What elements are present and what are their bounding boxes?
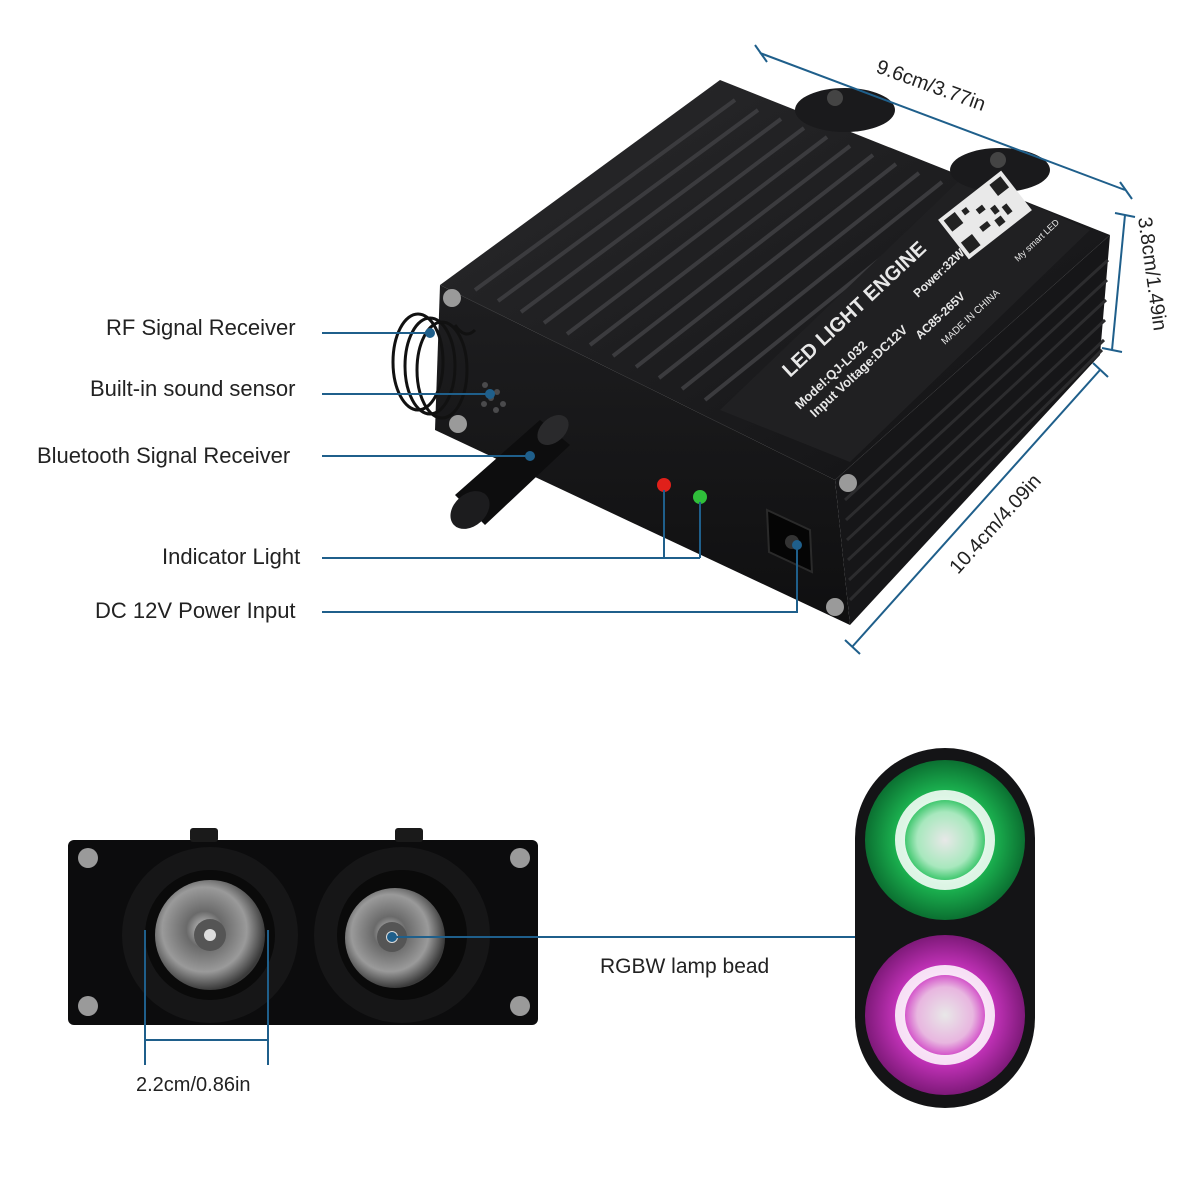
label-bluetooth-receiver: Bluetooth Signal Receiver bbox=[37, 443, 291, 468]
screw-icon bbox=[839, 474, 857, 492]
screw-icon bbox=[449, 415, 467, 433]
label-dc-power-input: DC 12V Power Input bbox=[95, 598, 296, 623]
screw-icon bbox=[826, 598, 844, 616]
dimension-height: 3.8cm/1.49in bbox=[1133, 216, 1171, 332]
screw-icon bbox=[510, 848, 530, 868]
rgbw-glow-preview bbox=[855, 748, 1035, 1108]
dimension-lines bbox=[754, 44, 1136, 655]
lens-front-view bbox=[68, 828, 538, 1025]
screw-icon bbox=[827, 90, 843, 106]
bluetooth-antenna bbox=[450, 415, 570, 529]
label-sound-sensor: Built-in sound sensor bbox=[90, 376, 296, 401]
red-indicator-led bbox=[657, 478, 671, 492]
light-engine-box bbox=[391, 80, 1110, 625]
callout-lines bbox=[322, 332, 798, 613]
green-indicator-led bbox=[693, 490, 707, 504]
rf-antenna-coil bbox=[391, 312, 477, 420]
label-indicator-light: Indicator Light bbox=[162, 544, 301, 569]
screw-icon bbox=[78, 848, 98, 868]
label-rgbw-lamp-bead: RGBW lamp bead bbox=[600, 955, 770, 978]
screw-icon bbox=[510, 996, 530, 1016]
dc-power-jack bbox=[765, 508, 814, 574]
screw-icon bbox=[990, 152, 1006, 168]
label-rf-signal-receiver: RF Signal Receiver bbox=[106, 315, 296, 340]
lens-spacing-dimension bbox=[144, 930, 269, 1065]
screw-icon bbox=[78, 996, 98, 1016]
dimension-lens-spacing: 2.2cm/0.86in bbox=[136, 1074, 251, 1096]
screw-icon bbox=[443, 289, 461, 307]
qr-code bbox=[938, 170, 1032, 260]
